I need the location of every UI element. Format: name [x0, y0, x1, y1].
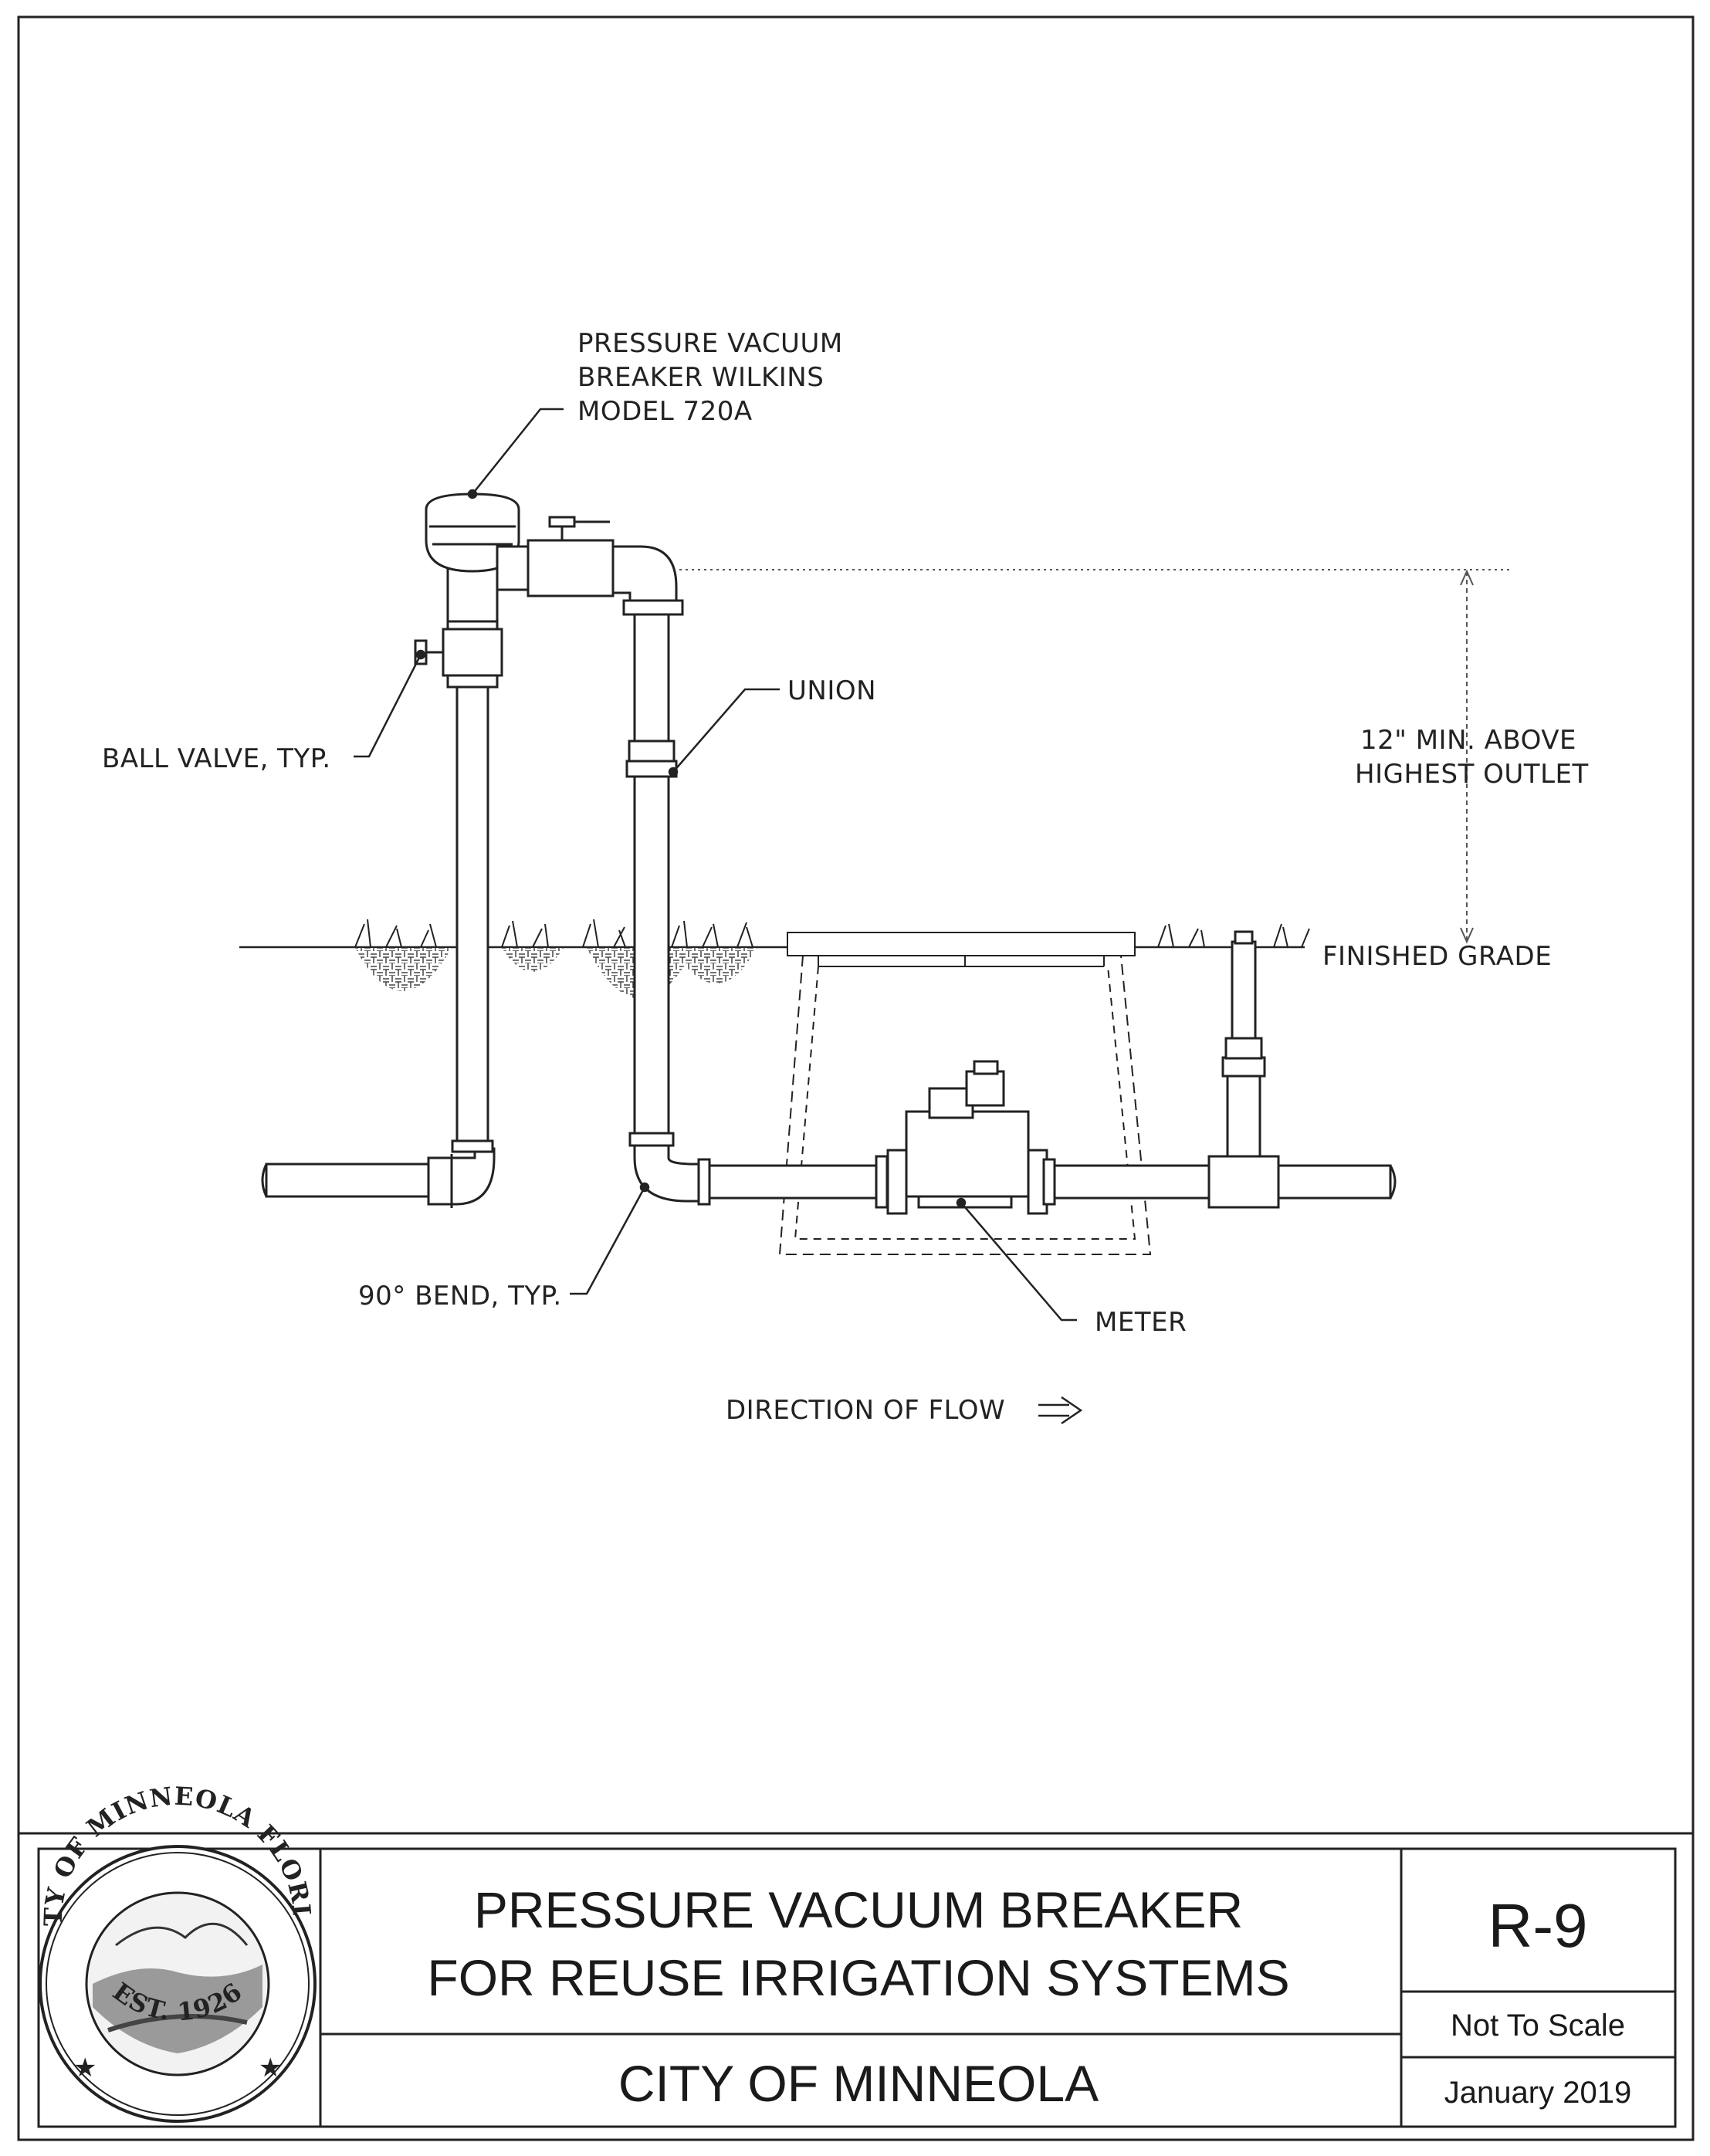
bend-left	[427, 1147, 496, 1206]
seal-star-right-icon: ★	[259, 2053, 282, 2083]
grass-tufts	[354, 919, 1310, 948]
meter-label: METER	[1095, 1307, 1187, 1338]
seal-star-left-icon: ★	[73, 2053, 97, 2083]
leader-pvb	[472, 408, 564, 495]
pvb-label-line3: MODEL 720A	[577, 396, 753, 427]
bend-bottom	[633, 1144, 704, 1203]
leader-lines	[354, 408, 1077, 1322]
left-riser	[455, 682, 489, 1152]
pvb-outlet	[496, 545, 530, 591]
pipe-diagram	[239, 492, 1397, 1255]
drawing-title-line2: FOR REUSE IRRIGATION SYSTEMS	[427, 1949, 1289, 2006]
sheet-border	[17, 15, 1695, 2141]
seal-landscape	[93, 1965, 262, 2053]
pvb-label-line1: PRESSURE VACUUM	[577, 328, 843, 359]
flow-arrow-icon	[1038, 1396, 1083, 1425]
meter-body	[886, 1060, 1048, 1215]
leader-union	[672, 688, 780, 773]
height-label-line2: HIGHEST OUTLET	[1355, 759, 1589, 790]
sprinkler-head	[1231, 940, 1257, 1040]
soil-patch-left	[355, 948, 452, 991]
svg-text:CITY OF MINNEOLA FLORIDA: CITY OF MINNEOLA FLORIDA	[0, 0, 317, 1927]
scale-note: Not To Scale	[1451, 2009, 1625, 2043]
outlet-pipe	[1277, 1164, 1392, 1200]
soil-patch-mid	[502, 948, 564, 972]
height-label-line1: 12" MIN. ABOVE	[1360, 725, 1576, 756]
pipe-to-tee	[1045, 1164, 1211, 1200]
finished-grade-label: FINISHED GRADE	[1322, 941, 1552, 972]
union-label: UNION	[787, 675, 876, 706]
tee-fitting	[1207, 1155, 1280, 1209]
pvb-body	[446, 566, 499, 623]
agency-name: CITY OF MINNEOLA	[618, 2055, 1099, 2112]
pvb-bonnet	[425, 492, 520, 573]
ball-valve-label: BALL VALVE, TYP.	[102, 743, 331, 774]
bend-label: 90° BEND, TYP.	[358, 1281, 562, 1312]
inlet-pipe	[265, 1163, 430, 1198]
soil-patch-far	[672, 948, 757, 983]
right-riser	[633, 613, 670, 1141]
title-block	[19, 1832, 1693, 2128]
leader-meter	[960, 1202, 1077, 1322]
height-dimension	[679, 569, 1513, 944]
meter-box	[778, 932, 1152, 1255]
ball-valve-top	[527, 539, 615, 597]
pipe-to-meter	[701, 1164, 885, 1200]
leader-bend	[570, 1186, 646, 1295]
drawing-date: January 2019	[1444, 2076, 1631, 2110]
pvb-label-line2: BREAKER WILKINS	[577, 362, 824, 393]
union-fitting	[628, 740, 676, 763]
seal-top-text: CITY OF MINNEOLA FLORIDA	[0, 0, 316, 1927]
outlet-riser	[1226, 1071, 1261, 1158]
leader-ball-valve	[354, 654, 422, 758]
flow-label: DIRECTION OF FLOW	[726, 1395, 1005, 1426]
drawing-title-line1: PRESSURE VACUUM BREAKER	[474, 1881, 1243, 1938]
drawing-number: R-9	[1488, 1891, 1588, 1960]
city-seal: CITY OF MINNEOLA FLORIDA EST. 1926 ★ ★	[0, 0, 317, 2123]
